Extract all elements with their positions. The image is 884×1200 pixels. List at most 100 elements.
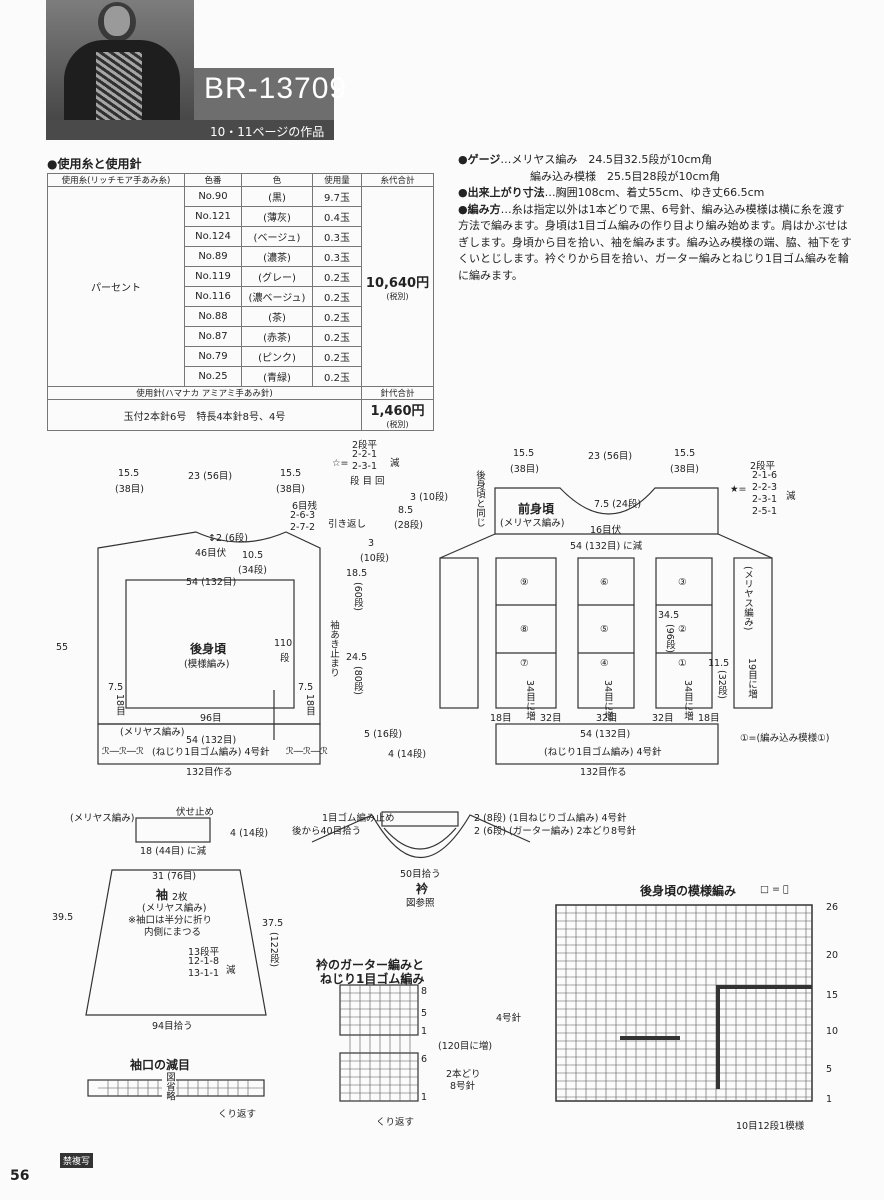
count-32c: 32目 (652, 713, 674, 724)
sleeve-count: 2枚 (172, 892, 188, 903)
back-meriyasu: (メリヤス編み) (120, 727, 185, 738)
v-5: 5 (16段) (364, 729, 403, 740)
yarn-total-cell: 10,640円(税別) (361, 186, 434, 387)
sleeve-meriyasu: (メリヤス編み) (70, 813, 135, 824)
panel-9: ⑨ (520, 577, 529, 588)
count-18a: 18目 (490, 713, 512, 724)
rib-mark-r: ℛ―ℛ―ℛ (286, 746, 328, 757)
h-122: (122段) (268, 932, 279, 968)
h-110: 110 (274, 638, 293, 649)
needle8: 8号針 (450, 1081, 476, 1092)
v-80: (80段) (352, 666, 363, 696)
rows-3: 13-1-1 (188, 968, 220, 979)
front-title: 前身頃 (518, 502, 555, 516)
back-w-54b: 54 (132目) (186, 735, 237, 746)
shoulder-note-2: 2-6-3 (290, 510, 315, 521)
panel-7: ⑦ (520, 658, 529, 669)
yarn-total: 10,640円 (365, 275, 430, 291)
back-top-23: 23 (56目) (188, 471, 233, 482)
v-60: (60段) (352, 582, 363, 612)
pattern-chart-title: 後身頃の模様編み (640, 884, 737, 898)
panel-6: ⑥ (600, 577, 609, 588)
front-dec-4: 2-3-1 (752, 494, 777, 505)
method-text: …糸は指定以外は1本どりで黒、6号針、編み込み模様は横に糸を渡す方法で編みます。… (458, 202, 852, 282)
inc-34-c: 34目に増 (682, 680, 693, 721)
back-dec-gen: 減 (390, 458, 400, 469)
back-top-15-5b: 15.5 (280, 468, 302, 479)
needles: 玉付2本針6号 特長4本針8号、4号 (47, 399, 362, 431)
count-32a: 32目 (540, 713, 562, 724)
size-text: …胸囲108cm、着丈55cm、ゆき丈66.5cm (544, 186, 765, 199)
fuse-46: 46目伏 (195, 548, 227, 559)
front-dec-1: 2段平 (750, 461, 776, 472)
yarn-total-tax: (税別) (386, 291, 409, 301)
back-cast-on: 132目作る (186, 767, 233, 778)
back-top-38b: (38目) (276, 484, 306, 495)
rows-2: 12-1-8 (188, 956, 220, 967)
two-strand: 2本どり (446, 1069, 481, 1080)
panel-8: ⑧ (520, 624, 529, 635)
gauge-label: ●ゲージ (458, 153, 501, 166)
table-row-qty: 0.2玉 (312, 286, 362, 307)
row-6: 6 (421, 1054, 428, 1065)
panel-5: ⑤ (600, 624, 609, 635)
collar-title: 衿 (416, 882, 429, 896)
needle4: 4号針 (496, 1013, 522, 1024)
sleeve-note-1: ※袖口は半分に折り (128, 915, 212, 926)
yarn-table: 使用糸(リッチモア手あみ糸) 色番 色 使用量 糸代合計 パーセント No.90… (47, 173, 434, 431)
h-55: 55 (56, 642, 69, 653)
count-32b: 32目 (596, 713, 618, 724)
page-number: 56 (10, 1168, 30, 1184)
back-top-38: (38目) (115, 484, 145, 495)
front-dec-2: 2-1-6 (752, 470, 777, 481)
rib-mark-l: ℛ―ℛ―ℛ (102, 746, 144, 757)
yarn-section-title: ●使用糸と使用針 (47, 157, 142, 171)
instructions: ●ゲージ…メリヤス編み 24.5目32.5段が10cm角 編み込み模様 25.5… (458, 152, 853, 284)
shoulder-note-3: 2-7-2 (290, 522, 315, 533)
v-18-5: 18.5 (346, 568, 368, 579)
back-w-54: 54 (132目) (186, 577, 237, 588)
panel-3: ③ (678, 577, 687, 588)
panel-1: ① (678, 658, 687, 669)
needle-total-cell: 1,460円(税別) (361, 399, 434, 431)
size-label: ●出来上がり寸法 (458, 186, 545, 199)
collar-ref: 図参照 (406, 898, 435, 909)
panel-4: ④ (600, 658, 609, 669)
pages-note: 10・11ページの作品 (210, 125, 325, 139)
caption-band (46, 120, 334, 140)
dec-18: 18 (44目) に減 (140, 846, 207, 857)
collar-chart-repeat: くり返す (376, 1117, 415, 1128)
row-5: 5 (421, 1008, 428, 1019)
shoulder-note-1: 6目残 (292, 501, 318, 512)
front-w-54: 54 (132目) (580, 729, 631, 740)
front-top-15-5b: 15.5 (674, 448, 696, 459)
h-34-5: 34.5 (658, 610, 680, 621)
collar-chart-title-1: 衿のガーター編みと (316, 958, 425, 972)
row-1: 1 (421, 1026, 428, 1037)
back-dec-note-3: 2-3-1 (352, 461, 377, 472)
star-eq: ☆= (332, 458, 349, 469)
front-subtitle: (メリヤス編み) (500, 518, 565, 529)
h-37-5: 37.5 (262, 918, 284, 929)
v-28: (28段) (394, 520, 424, 531)
collar-rib-note: 2 (8段) (1目ねじりゴム編み) 4号針 (474, 813, 627, 824)
sleeve-note-2: 内側にまつる (144, 927, 202, 938)
w-31: 31 (76目) (152, 871, 197, 882)
cuff-repeat: くり返す (218, 1109, 257, 1120)
code-band (194, 68, 334, 120)
h-110u: 段 (280, 653, 290, 664)
row-15: 15 (826, 990, 839, 1001)
sleeve-v-4: 4 (14段) (230, 828, 269, 839)
table-row-qty: 0.2玉 (312, 326, 362, 347)
front-v-7-5: 7.5 (24段) (594, 499, 642, 510)
pattern-code: BR-13709 (204, 72, 348, 105)
panel-2: ② (678, 624, 687, 635)
w-34: (34段) (238, 565, 268, 576)
v-4: 4 (14段) (388, 749, 427, 760)
v-3: 3 (10段) (410, 492, 449, 503)
inc-34-a: 34目に増 (524, 680, 535, 721)
front-top-15-5: 15.5 (513, 448, 535, 459)
gauge-2: 編み込み模様 25.5目28段が10cm角 (530, 169, 721, 183)
front-legend: ①=(編み込み模様①) (740, 733, 830, 744)
side-7-5b: 7.5 (298, 682, 314, 693)
